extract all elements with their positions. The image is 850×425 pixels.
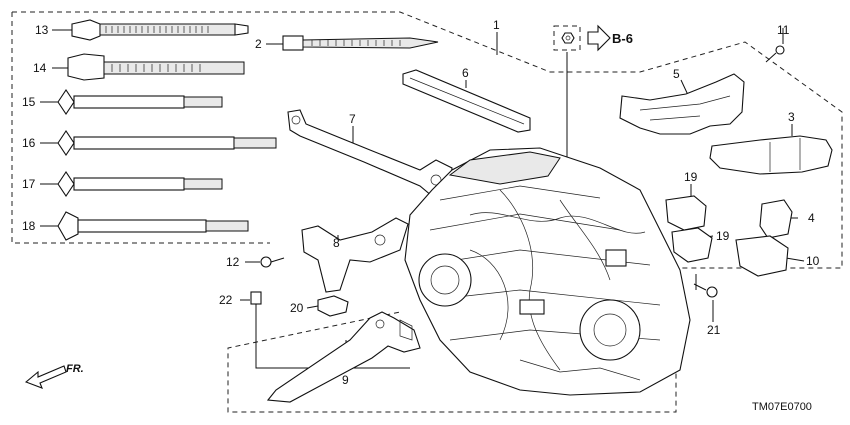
- engine-assembly: [404, 147, 691, 396]
- bolt-21: [693, 283, 718, 298]
- callout-13: 13: [35, 23, 49, 37]
- diagram-code: TM07E0700: [752, 401, 812, 413]
- reference-label: B-6: [612, 31, 633, 46]
- reference-arrow-icon: [587, 24, 611, 52]
- clip-17: [57, 171, 223, 197]
- clip-14: [67, 53, 245, 81]
- band-2: [282, 35, 439, 51]
- callout-19-lower: 19: [716, 229, 730, 243]
- direction-arrow-icon: [24, 365, 67, 389]
- stay-7: [287, 109, 453, 197]
- holder-4: [759, 199, 793, 239]
- callout-15: 15: [22, 95, 36, 109]
- callout-17: 17: [22, 177, 36, 191]
- stay-6: [402, 69, 531, 133]
- callout-3: 3: [788, 110, 795, 124]
- nut-icon: [553, 25, 581, 51]
- callout-labels: 1 2 3 4 5 6 7 8 9 10 11 12 13 14 15 16 1…: [22, 18, 820, 387]
- callout-12: 12: [226, 255, 240, 269]
- holder-19-lower: [671, 227, 713, 263]
- callout-19-upper: 19: [684, 170, 698, 184]
- callout-16: 16: [22, 136, 36, 150]
- holder-10: [735, 235, 789, 277]
- clip-18: [57, 211, 249, 241]
- callout-4: 4: [808, 211, 815, 225]
- callout-14: 14: [33, 61, 47, 75]
- callout-22: 22: [219, 293, 233, 307]
- callout-9: 9: [342, 373, 349, 387]
- clip-20: [317, 295, 349, 317]
- callout-2: 2: [255, 37, 262, 51]
- callout-18: 18: [22, 219, 36, 233]
- clip-15: [57, 89, 223, 115]
- stay-9: [266, 311, 421, 403]
- clip-13: [71, 19, 249, 41]
- callout-20: 20: [290, 301, 304, 315]
- bolt-22: [250, 291, 262, 312]
- callout-10: 10: [806, 254, 820, 268]
- callout-21: 21: [707, 323, 721, 337]
- callout-7: 7: [349, 112, 356, 126]
- callout-5: 5: [673, 67, 680, 81]
- callout-6: 6: [462, 66, 469, 80]
- direction-label: FR.: [66, 363, 84, 375]
- group-boundaries: [11, 11, 843, 413]
- callout-11: 11: [777, 23, 790, 37]
- cover-5: [619, 73, 745, 135]
- holder-19-upper: [665, 195, 707, 231]
- cover-3: [709, 135, 833, 175]
- callout-8: 8: [333, 236, 340, 250]
- clip-16: [57, 130, 277, 156]
- bolt-11: [765, 45, 785, 63]
- callout-1: 1: [493, 18, 500, 32]
- bolt-12: [260, 256, 285, 268]
- stay-8: [301, 217, 409, 293]
